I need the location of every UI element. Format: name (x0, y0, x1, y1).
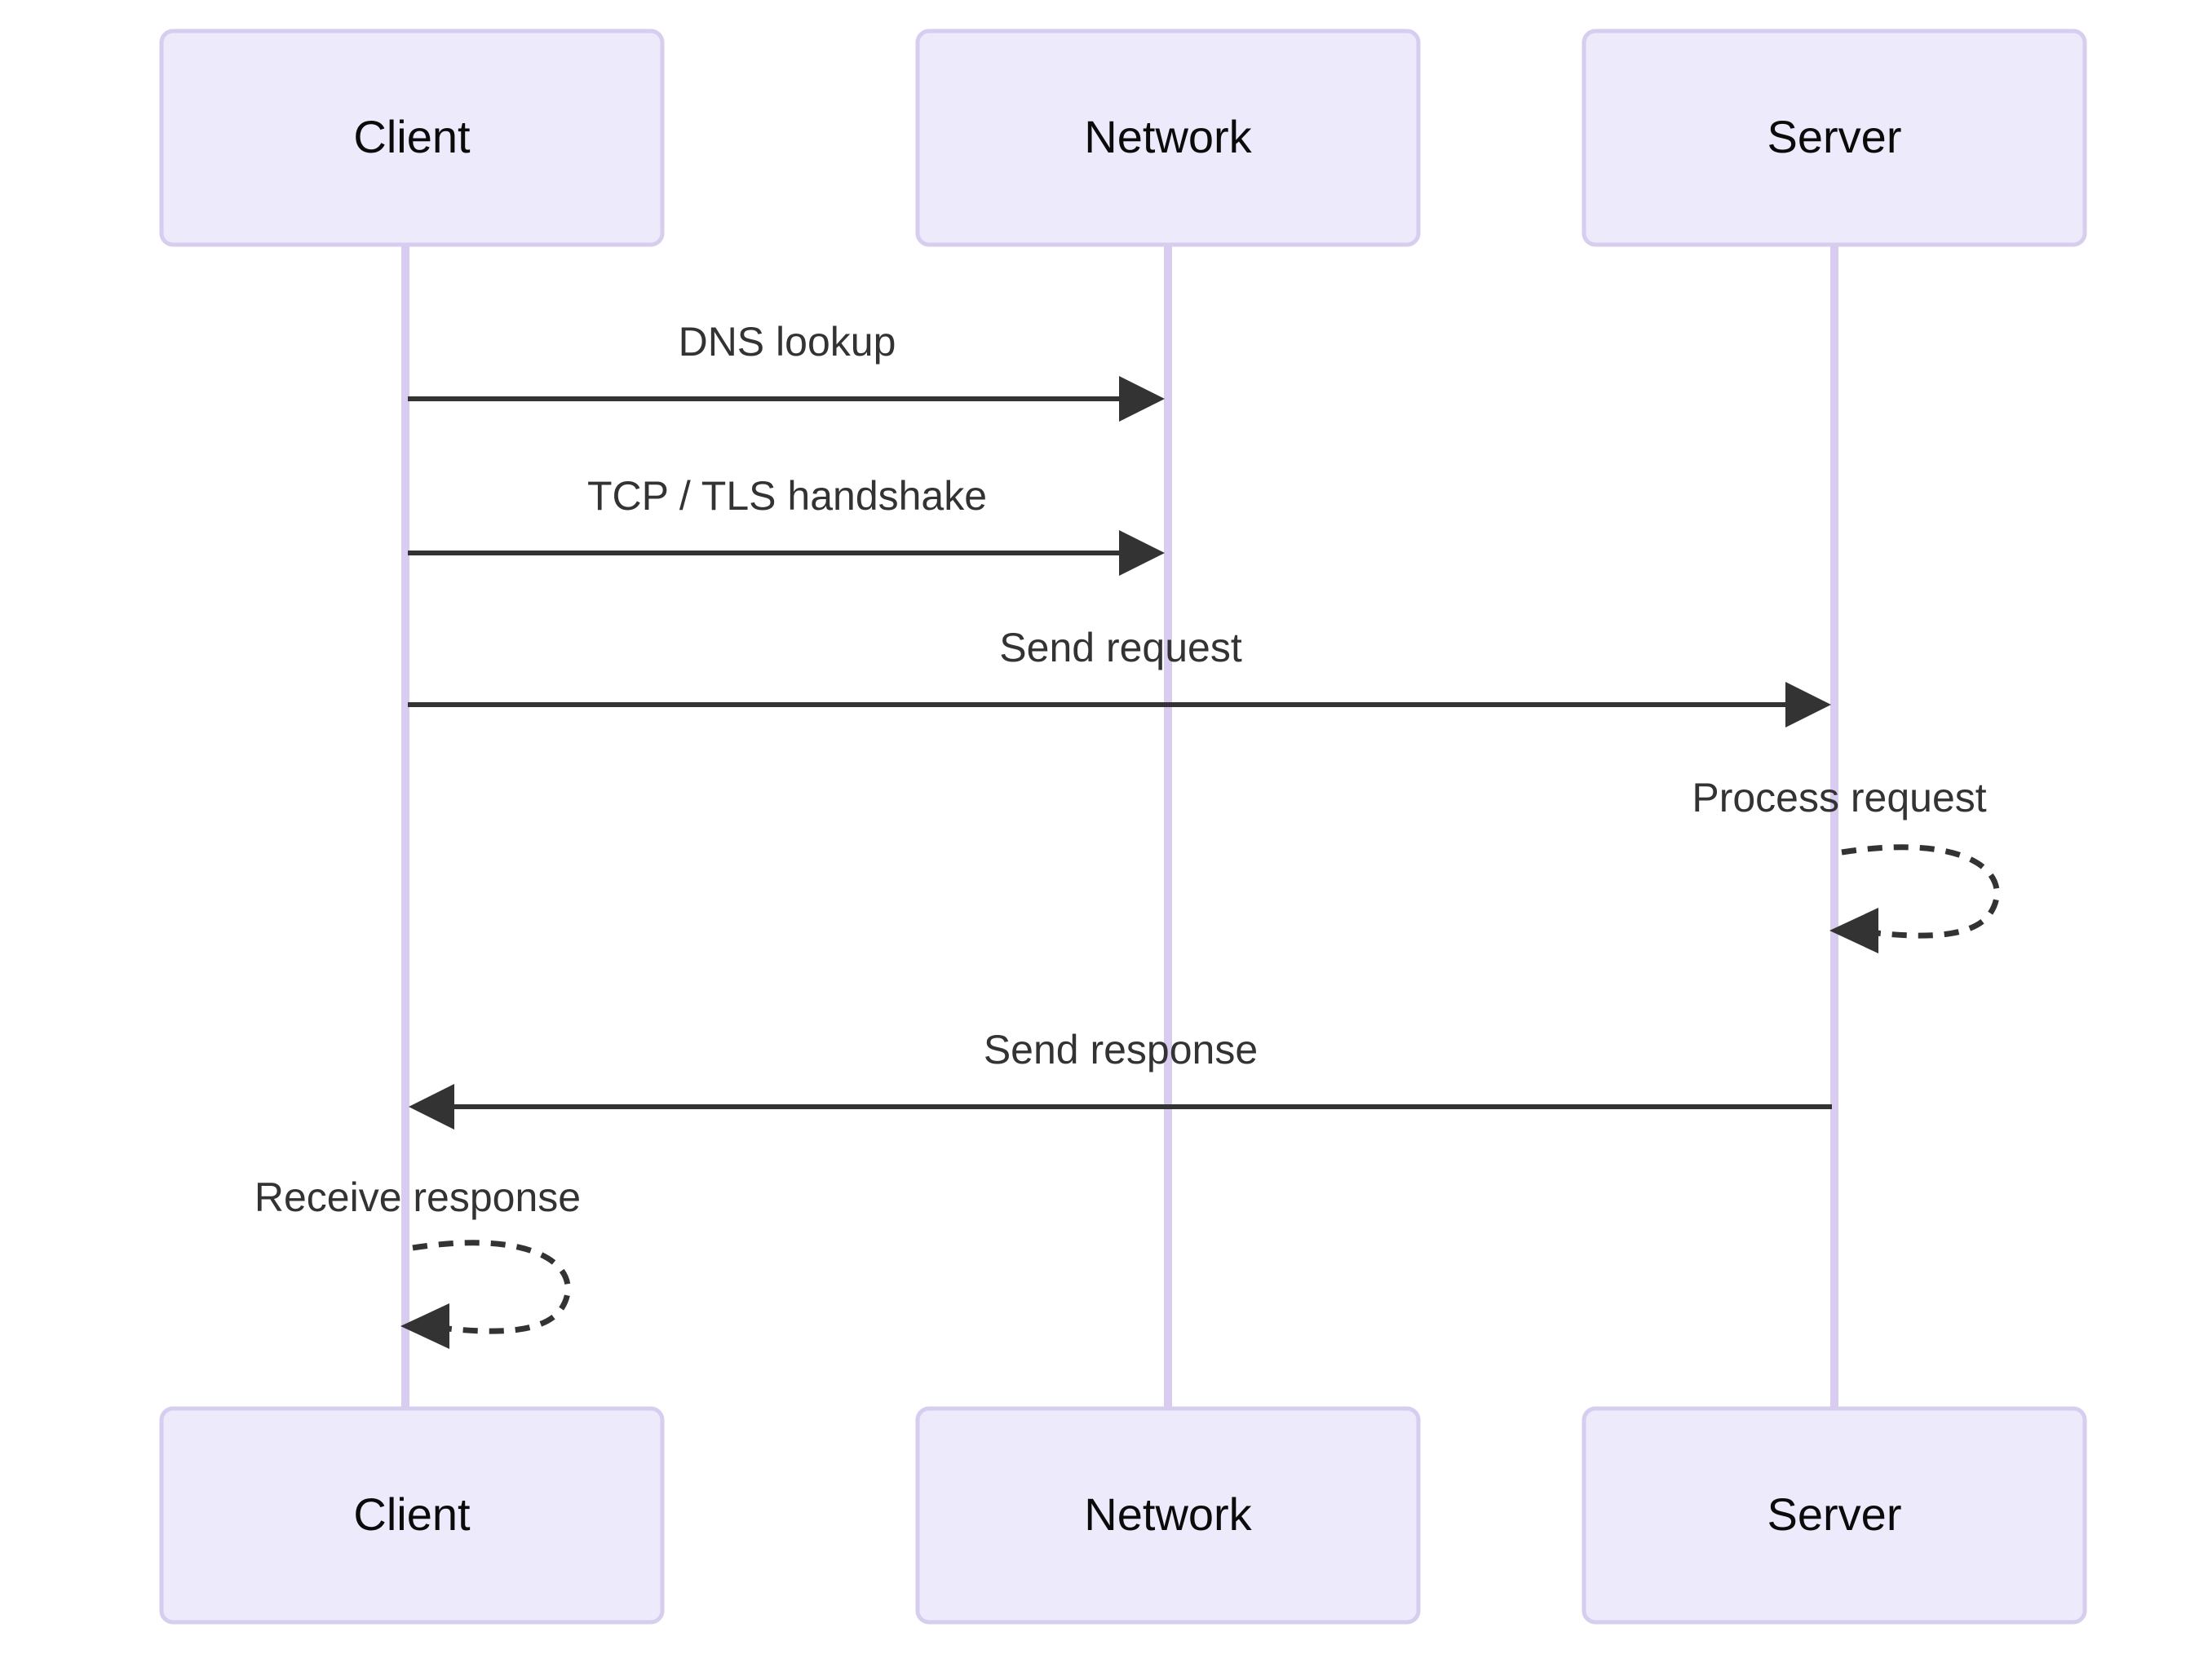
actor-box-rect-server-top[interactable] (1582, 29, 2087, 247)
message-arrowhead-dns-lookup (1119, 376, 1165, 422)
message-label-dns-lookup: DNS lookup (679, 319, 896, 365)
actor-box-rect-network-top[interactable] (915, 29, 1421, 247)
actor-box-rect-server-bottom[interactable] (1582, 1406, 2087, 1625)
actor-box-rect-client-top[interactable] (159, 29, 665, 247)
message-arrowhead-send-request (1785, 682, 1831, 727)
message-label-receive-response: Receive response (254, 1174, 581, 1220)
actor-label-client-top: Client (353, 111, 471, 162)
actor-label-client-bottom: Client (353, 1488, 471, 1540)
message-send-response[interactable]: Send response (409, 1027, 1832, 1130)
message-loop-process-request (1841, 844, 2000, 939)
actor-box-server-bottom[interactable]: Server (1582, 1406, 2087, 1625)
message-arrowhead-send-response (409, 1084, 454, 1130)
message-send-request[interactable]: Send request (408, 625, 1831, 727)
message-label-process-request: Process request (1692, 775, 1986, 820)
message-arrowhead-process-request (1829, 908, 1878, 953)
message-label-send-response: Send response (984, 1027, 1258, 1072)
message-receive-response[interactable]: Receive response (254, 1174, 581, 1349)
actor-box-client-top[interactable]: Client (159, 29, 665, 247)
message-label-send-request: Send request (999, 625, 1242, 670)
actor-box-network-bottom[interactable]: Network (915, 1406, 1421, 1625)
message-tcp-tls-handshake[interactable]: TCP / TLS handshake (408, 473, 1165, 576)
message-arrowhead-receive-response (400, 1303, 449, 1349)
actor-box-rect-client-bottom[interactable] (159, 1406, 665, 1625)
actor-label-server-top: Server (1767, 111, 1902, 162)
actor-label-network-bottom: Network (1084, 1488, 1252, 1540)
message-loop-receive-response (412, 1240, 571, 1334)
actor-label-server-bottom: Server (1767, 1488, 1902, 1540)
actor-box-client-bottom[interactable]: Client (159, 1406, 665, 1625)
message-label-tcp-tls-handshake: TCP / TLS handshake (587, 473, 987, 519)
actor-box-network-top[interactable]: Network (915, 29, 1421, 247)
lifelines-group (401, 245, 1838, 1411)
actor-box-server-top[interactable]: Server (1582, 29, 2087, 247)
message-process-request[interactable]: Process request (1692, 775, 2000, 953)
message-arrowhead-tcp-tls-handshake (1119, 530, 1165, 576)
actor-box-rect-network-bottom[interactable] (915, 1406, 1421, 1625)
actor-label-network-top: Network (1084, 111, 1252, 162)
message-dns-lookup[interactable]: DNS lookup (408, 319, 1165, 422)
